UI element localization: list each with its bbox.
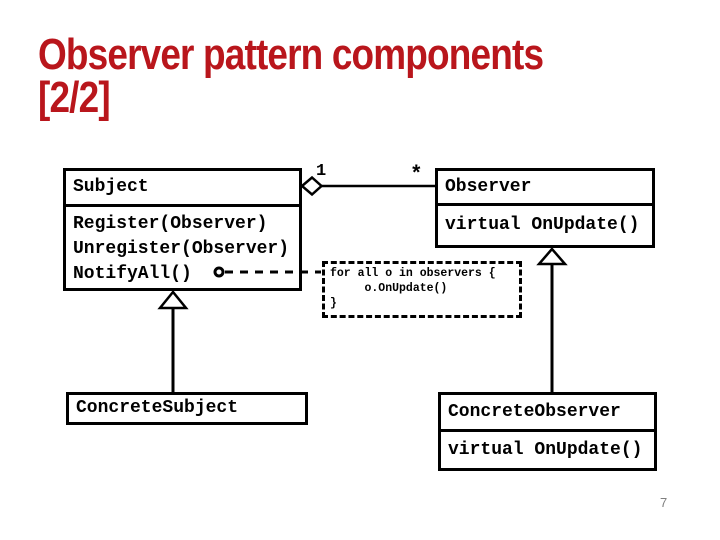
method-register: Register(Observer) xyxy=(73,214,268,234)
class-box-concrete-subject: ConcreteSubject xyxy=(66,392,308,425)
class-methods-observer: virtual OnUpdate() xyxy=(438,206,652,244)
class-box-concrete-observer: ConcreteObserver virtual OnUpdate() xyxy=(438,392,657,471)
class-name-subject: Subject xyxy=(66,171,299,207)
class-box-observer: Observer virtual OnUpdate() xyxy=(435,168,655,248)
inheritance-triangle-observer-icon xyxy=(536,247,568,266)
class-methods-subject: Register(Observer) Unregister(Observer) … xyxy=(66,207,299,287)
method-onupdate-concrete-observer: virtual OnUpdate() xyxy=(448,440,643,460)
method-notifyall: NotifyAll() xyxy=(73,264,192,284)
class-methods-concrete-observer: virtual OnUpdate() xyxy=(441,432,654,468)
inheritance-triangle-subject-icon xyxy=(157,290,189,310)
slide-title-line1: Observer pattern components xyxy=(38,30,544,79)
page-number: 7 xyxy=(660,495,668,510)
uml-note-pseudocode: for all o in observers { o.OnUpdate() } xyxy=(322,261,522,318)
class-box-subject: Subject Register(Observer) Unregister(Ob… xyxy=(63,168,302,291)
class-name-observer: Observer xyxy=(438,171,652,206)
method-unregister: Unregister(Observer) xyxy=(73,239,290,259)
class-name-concrete-observer: ConcreteObserver xyxy=(441,395,654,432)
slide-title-line2: [2/2] xyxy=(38,73,111,122)
multiplicity-subject-end: 1 xyxy=(316,162,327,181)
multiplicity-observer-end: * xyxy=(410,164,423,187)
slide-title: Observer pattern components [2/2] xyxy=(38,30,544,122)
method-onupdate-observer: virtual OnUpdate() xyxy=(445,215,640,235)
class-name-concrete-subject: ConcreteSubject xyxy=(76,398,239,418)
